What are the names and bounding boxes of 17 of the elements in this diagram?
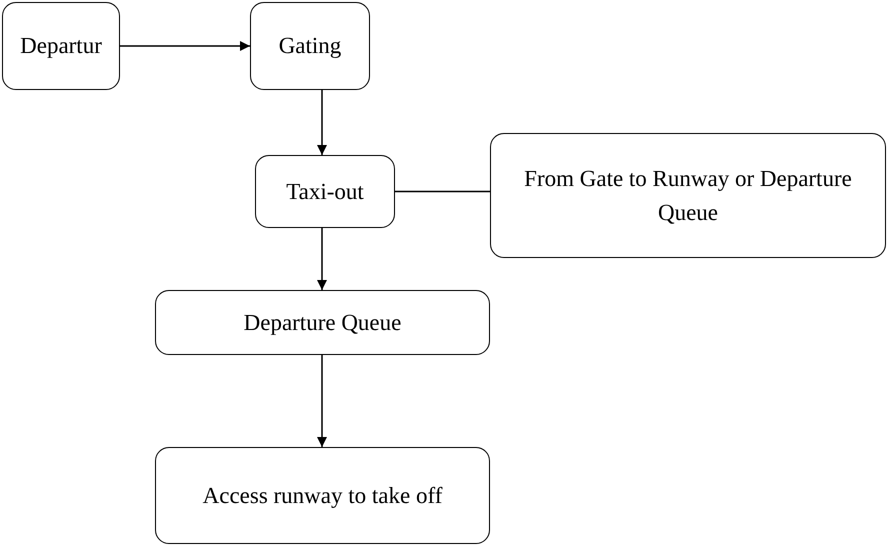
arrow bbox=[317, 355, 327, 447]
node-label: Departur bbox=[20, 32, 102, 60]
node-label: From Gate to Runway or Departure Queue bbox=[523, 165, 853, 226]
arrow bbox=[317, 228, 327, 290]
process-box bbox=[250, 2, 370, 90]
process-box bbox=[2, 2, 120, 90]
connector-line bbox=[395, 190, 490, 192]
node-label: Access runway to take off bbox=[202, 482, 442, 510]
process-box bbox=[490, 133, 886, 258]
node-label: Gating bbox=[278, 32, 342, 60]
arrow bbox=[120, 41, 250, 51]
arrow bbox=[317, 90, 327, 155]
process-box bbox=[155, 447, 490, 544]
node-label: Taxi-out bbox=[286, 178, 364, 206]
node-label: Departure Queue bbox=[244, 308, 402, 337]
process-box bbox=[255, 155, 395, 228]
process-box bbox=[155, 290, 490, 355]
